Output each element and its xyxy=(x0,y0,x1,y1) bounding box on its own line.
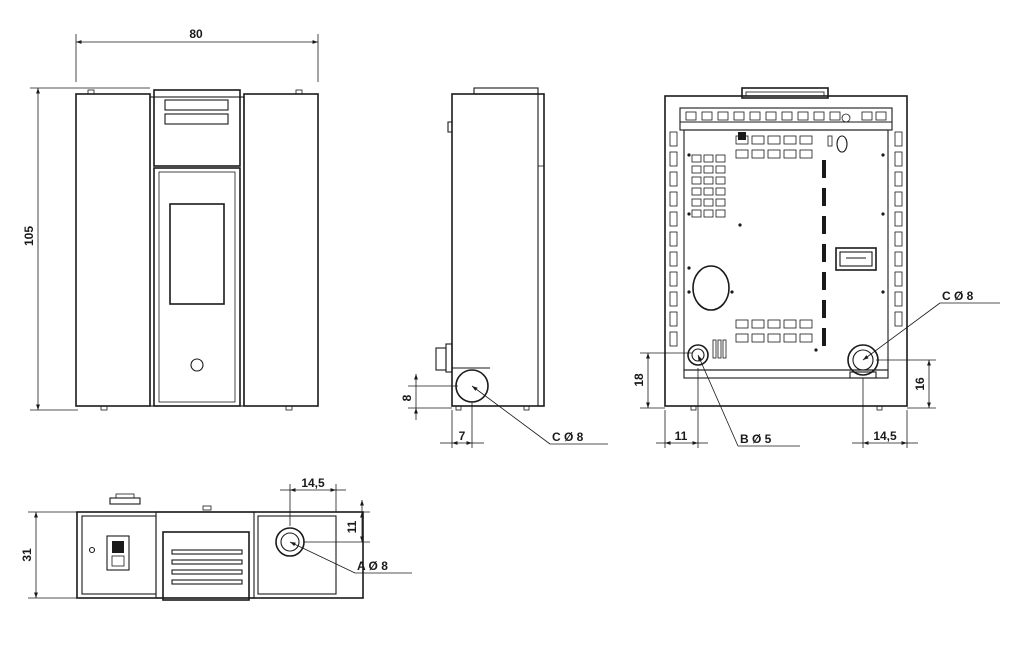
side-outlet-label: C Ø 8 xyxy=(552,430,584,444)
front-right-panel xyxy=(243,93,319,407)
rear-offset-b-label: 11 xyxy=(675,429,688,443)
top-inlet-a-label: A Ø 8 xyxy=(357,559,388,573)
side-body xyxy=(451,93,545,407)
front-upper-box xyxy=(153,89,241,167)
top-control-device xyxy=(106,535,130,571)
rear-height-c-label: 16 xyxy=(913,377,927,391)
side-offset-back-label: 7 xyxy=(459,429,466,443)
rear-view: 18 16 11 14,5 B Ø 5 C Ø 8 xyxy=(632,87,1000,448)
front-height-label: 105 xyxy=(22,226,36,246)
top-view: 31 14,5 11 A Ø 8 xyxy=(20,476,412,601)
rear-outlet-b-label: B Ø 5 xyxy=(740,432,772,446)
top-depth-label: 31 xyxy=(20,548,34,562)
front-door-knob xyxy=(190,358,204,372)
top-grille xyxy=(162,531,250,601)
front-door xyxy=(153,167,241,407)
rear-oval-opening xyxy=(692,265,730,311)
rear-frame xyxy=(664,95,908,407)
side-view: 8 7 C Ø 8 xyxy=(400,87,608,448)
front-view: 80 105 xyxy=(22,27,319,411)
top-offset-a-x-label: 14,5 xyxy=(301,476,325,490)
top-offset-a-y-label: 11 xyxy=(345,520,359,533)
front-left-panel xyxy=(75,93,151,407)
rear-outlet-c-label: C Ø 8 xyxy=(942,289,974,303)
rear-fan-box xyxy=(835,247,877,271)
side-offset-bottom-label: 8 xyxy=(400,394,414,401)
top-body xyxy=(76,511,364,599)
rear-offset-c-label: 14,5 xyxy=(873,429,897,443)
front-window xyxy=(169,203,225,305)
front-width-label: 80 xyxy=(189,27,203,41)
rear-height-b-label: 18 xyxy=(632,373,646,387)
rear-outlet-b xyxy=(687,344,709,366)
